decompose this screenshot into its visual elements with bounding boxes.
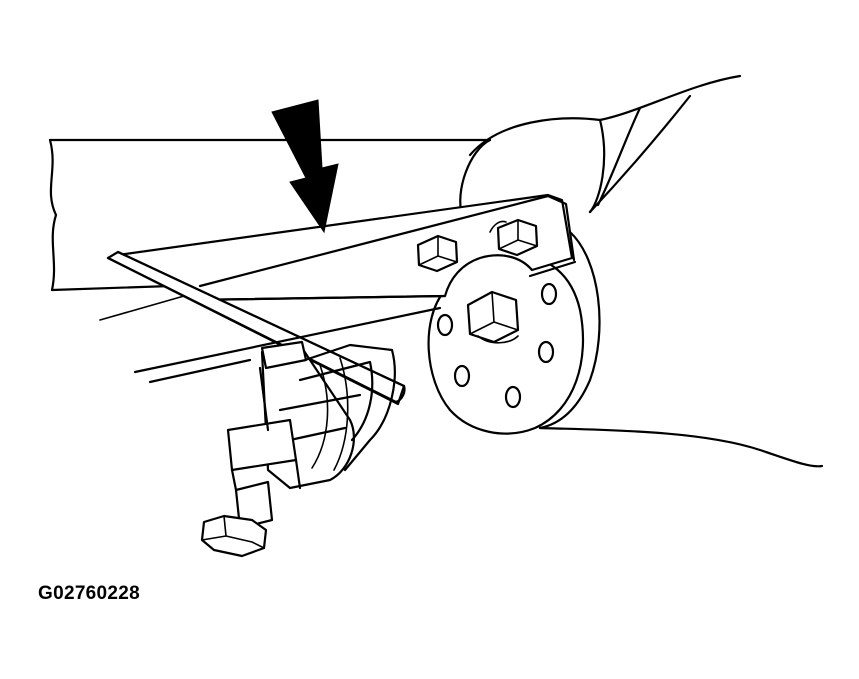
tool-bolts	[416, 218, 539, 273]
center-nut	[466, 290, 520, 344]
rotor-housing	[459, 74, 824, 468]
lower-fitting	[200, 480, 274, 558]
pointer-arrow	[271, 99, 339, 234]
shaft-clamp	[226, 340, 308, 502]
holding-tool-bar	[116, 193, 577, 302]
figure-code: G02760228	[38, 583, 141, 604]
hub-flange	[427, 256, 585, 435]
breaker-bar-handle	[106, 250, 406, 406]
